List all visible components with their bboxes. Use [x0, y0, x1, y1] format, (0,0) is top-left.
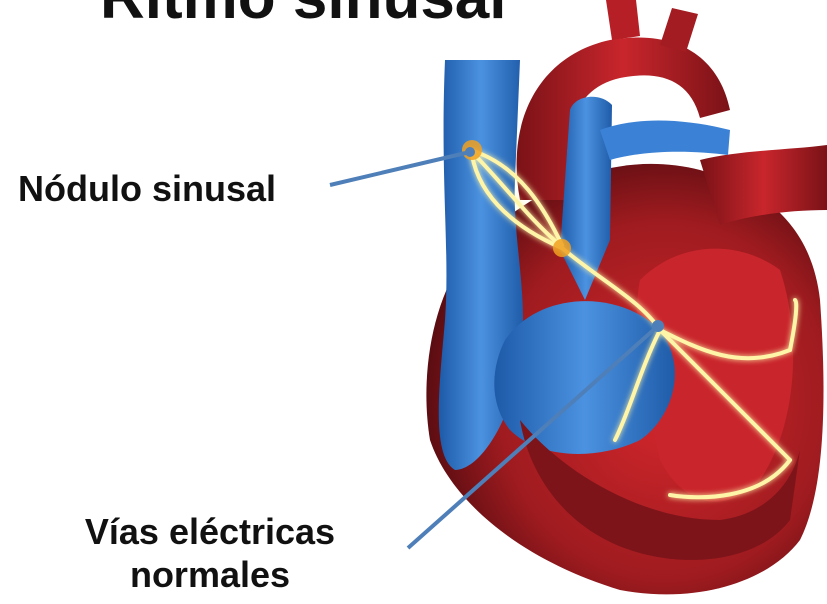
pulmonary-vein-right: [700, 145, 827, 225]
pathways-label-line2: normales: [30, 553, 390, 596]
right-ventricle: [494, 301, 675, 454]
pathways-label-line1: Vías eléctricas: [30, 510, 390, 553]
pulmonary-artery-branch: [600, 121, 730, 160]
sinus-node-label: Nódulo sinusal: [18, 168, 276, 210]
pathways-pointer-dot: [652, 320, 664, 332]
aortic-branch-2: [660, 8, 698, 52]
av-node: [553, 239, 571, 257]
electrical-pathways-label: Vías eléctricas normales: [30, 510, 390, 596]
aortic-branch: [606, 0, 640, 40]
sinus-node-pointer-dot: [465, 147, 475, 157]
